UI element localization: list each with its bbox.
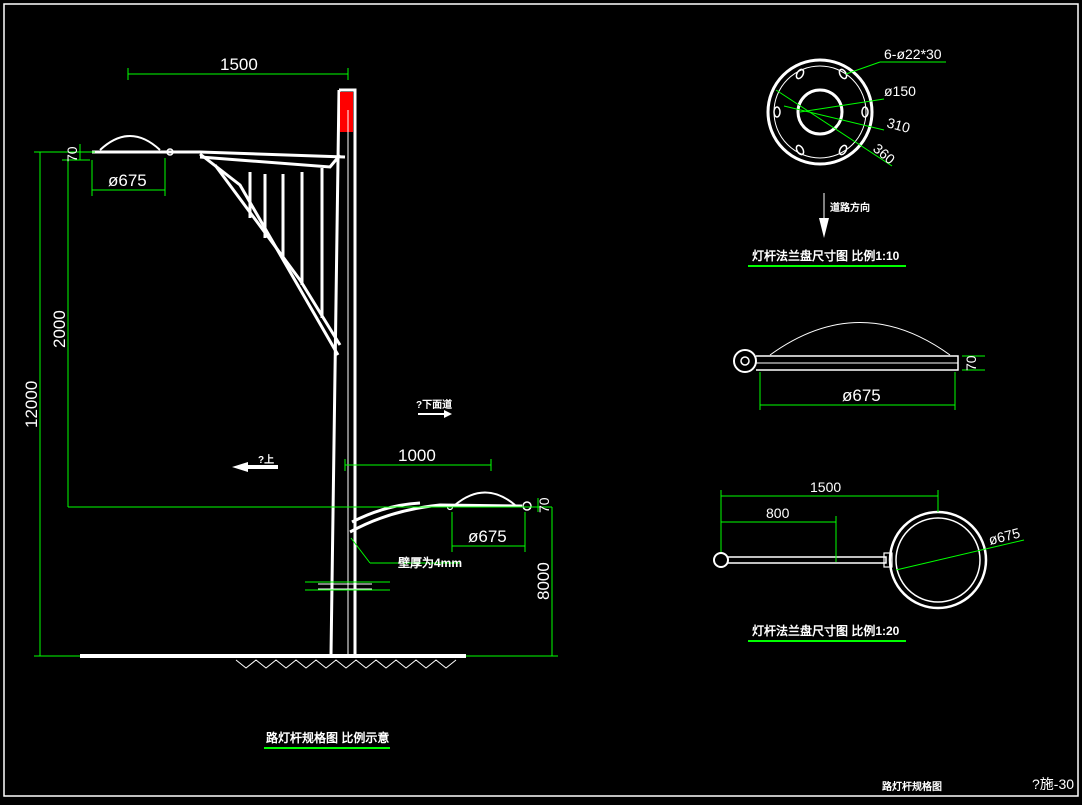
label-wall-thickness: 壁厚为4mm	[398, 555, 462, 570]
title-block: 路灯杆规格图 ?施-30	[882, 776, 1074, 793]
title-block-sheet: ?施-30	[1032, 776, 1074, 792]
lamp-dim-675: ø675	[842, 386, 881, 405]
pole-cap	[340, 92, 353, 132]
dim-675-low: ø675	[468, 527, 507, 546]
arm-dim-1500: 1500	[810, 479, 841, 495]
lamp-detail: 70 ø675	[733, 322, 985, 410]
dim-8000: 8000	[534, 562, 553, 600]
label-up: ?上	[258, 453, 274, 466]
arrow-right	[418, 410, 452, 418]
flange-plan: 6-ø22*30 ø150 310 360 道路方向 灯杆法兰盘尺寸图 比例1:…	[748, 46, 946, 267]
drawing-border	[3, 3, 1079, 797]
lower-arm	[349, 501, 521, 534]
road-direction-arrow	[819, 218, 829, 238]
ground-hatch	[235, 659, 457, 669]
title-block-name: 路灯杆规格图	[882, 780, 942, 793]
main-title: 路灯杆规格图 比例示意	[266, 730, 389, 745]
arm-plan: 1500 800 ø675 灯杆法兰盘尺寸图 比例1:20	[713, 479, 1025, 642]
flange-d310: 310	[885, 114, 912, 136]
lamp-dim-70: 70	[963, 355, 979, 371]
dim-1500-top: 1500	[220, 55, 258, 74]
dim-70-top: 70	[64, 146, 80, 162]
upper-lamp-head	[92, 135, 174, 156]
arm-title: 灯杆法兰盘尺寸图 比例1:20	[752, 623, 900, 638]
pole-elevation: 1500 1000 12000 2000 8000 70 70 ø675 ø67…	[22, 55, 558, 749]
arrow-left	[232, 462, 278, 472]
arm-dim-675: ø675	[987, 525, 1022, 548]
dim-2000: 2000	[50, 310, 69, 348]
road-direction-label: 道路方向	[830, 201, 870, 214]
flange-d150: ø150	[884, 83, 916, 99]
dimension-lines	[34, 68, 558, 657]
pole-shaft	[329, 88, 357, 656]
label-road-side: ?下面道	[416, 398, 452, 411]
arm-dim-800: 800	[766, 505, 790, 521]
flange-d360: 360	[870, 140, 898, 167]
dim-12000: 12000	[22, 381, 41, 428]
flange-title: 灯杆法兰盘尺寸图 比例1:10	[752, 248, 900, 263]
flange-holes: 6-ø22*30	[884, 46, 942, 62]
dim-675-top: ø675	[108, 171, 147, 190]
dim-70-low: 70	[536, 497, 552, 513]
dim-1000: 1000	[398, 446, 436, 465]
